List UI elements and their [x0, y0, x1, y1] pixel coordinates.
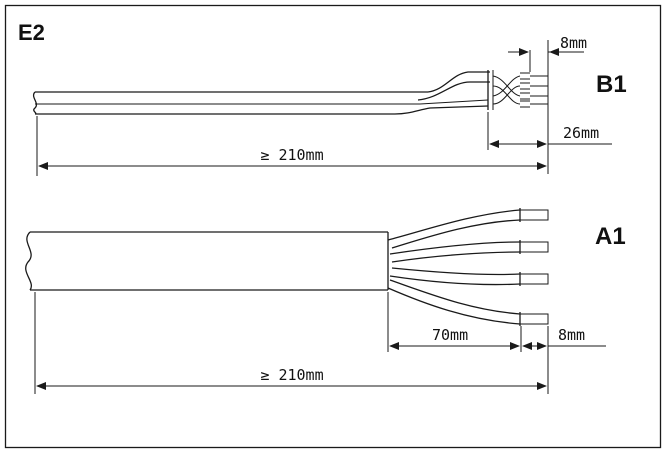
cable-a1-drawing [25, 208, 549, 326]
b1-strip-dim: 8mm [560, 34, 587, 52]
drawing-code: E2 [18, 20, 45, 45]
b1-dimensions [36, 40, 612, 176]
b1-label: B1 [596, 71, 627, 98]
a1-label: A1 [595, 223, 626, 250]
b1-length-dim: ≥ 210mm [260, 146, 323, 164]
a1-dimensions [34, 292, 606, 394]
a1-strip-dim: 8mm [558, 326, 585, 344]
a1-length-dim: ≥ 210mm [260, 366, 323, 384]
cable-b1-drawing [32, 70, 549, 115]
a1-sheath-dim: 70mm [432, 326, 468, 344]
drawing-frame [4, 4, 662, 449]
b1-sheath-dim: 26mm [563, 124, 599, 142]
